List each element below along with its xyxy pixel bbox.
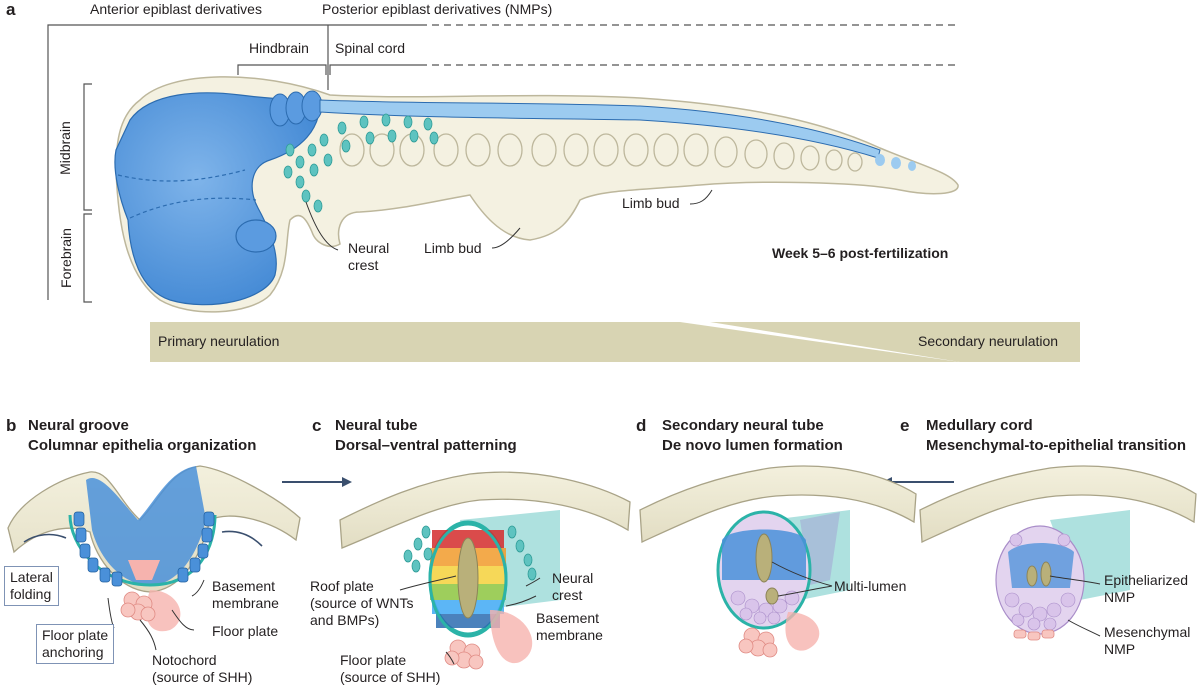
midbrain-label: Midbrain [56,121,73,175]
panel-b-subtitle: Columnar epithelia organization [28,437,257,454]
panel-c-subtitle: Dorsal–ventral patterning [335,437,517,454]
top-brackets [47,24,960,303]
neural-crest-label-c: Neural crest [552,570,594,603]
panel-e-title: Medullary cord [926,417,1033,434]
notochord-label: Notochord (source of SHH) [152,652,253,685]
embryo [114,76,959,313]
medullary-cord-illustration [919,465,1197,641]
epithelized-nmp-label: Epitheliarized NMP [1104,572,1189,605]
panel-d-title: Secondary neural tube [662,417,824,434]
forebrain-label: Forebrain [57,228,74,288]
panel-e-subtitle: Mesenchymal-to-epithelial transition [926,437,1187,454]
limb-bud-label-2: Limb bud [622,195,680,211]
panel-a-letter: a [6,0,16,19]
stage-label: Week 5–6 post-fertilization [772,245,949,261]
neural-tube-illustration [339,471,631,670]
neural-groove-illustration [7,465,301,651]
primary-neurulation-label: Primary neurulation [158,333,280,349]
panel-d-letter: d [636,416,647,435]
floor-plate-label-c: Floor plate (source of SHH) [340,652,441,685]
neurulation-band [150,322,1080,362]
basement-membrane-label-c: Basement membrane [536,610,603,643]
spinal-cord-label: Spinal cord [335,40,406,56]
limb-bud-label-1: Limb bud [424,240,482,256]
anterior-label: Anterior epiblast derivatives [90,1,262,17]
floor-plate-anchoring-label: Floor plate anchoring [36,624,115,664]
lateral-folding-label: Lateral folding [4,566,59,606]
panel-c-letter: c [312,416,322,435]
posterior-label: Posterior epiblast derivatives (NMPs) [322,1,553,17]
mesenchymal-nmp-label: Mesenchymal NMP [1104,624,1191,657]
panel-b-letter: b [6,416,17,435]
panel-b-title: Neural groove [28,417,129,434]
roof-plate-label: Roof plate (source of WNTs and BMPs) [310,578,414,628]
secondary-neurulation-label: Secondary neurulation [918,333,1059,349]
floor-plate-label-b: Floor plate [212,623,279,639]
neural-crest-label-a: Neural crest [348,240,390,273]
panel-d-subtitle: De novo lumen formation [662,437,843,454]
secondary-neural-tube-illustration [639,465,917,658]
panel-e-letter: e [900,416,910,435]
hindbrain-label: Hindbrain [249,40,309,56]
multi-lumen-label: Multi-lumen [834,578,907,594]
panel-c-title: Neural tube [335,417,418,434]
basement-membrane-label-b: Basement membrane [212,578,279,611]
